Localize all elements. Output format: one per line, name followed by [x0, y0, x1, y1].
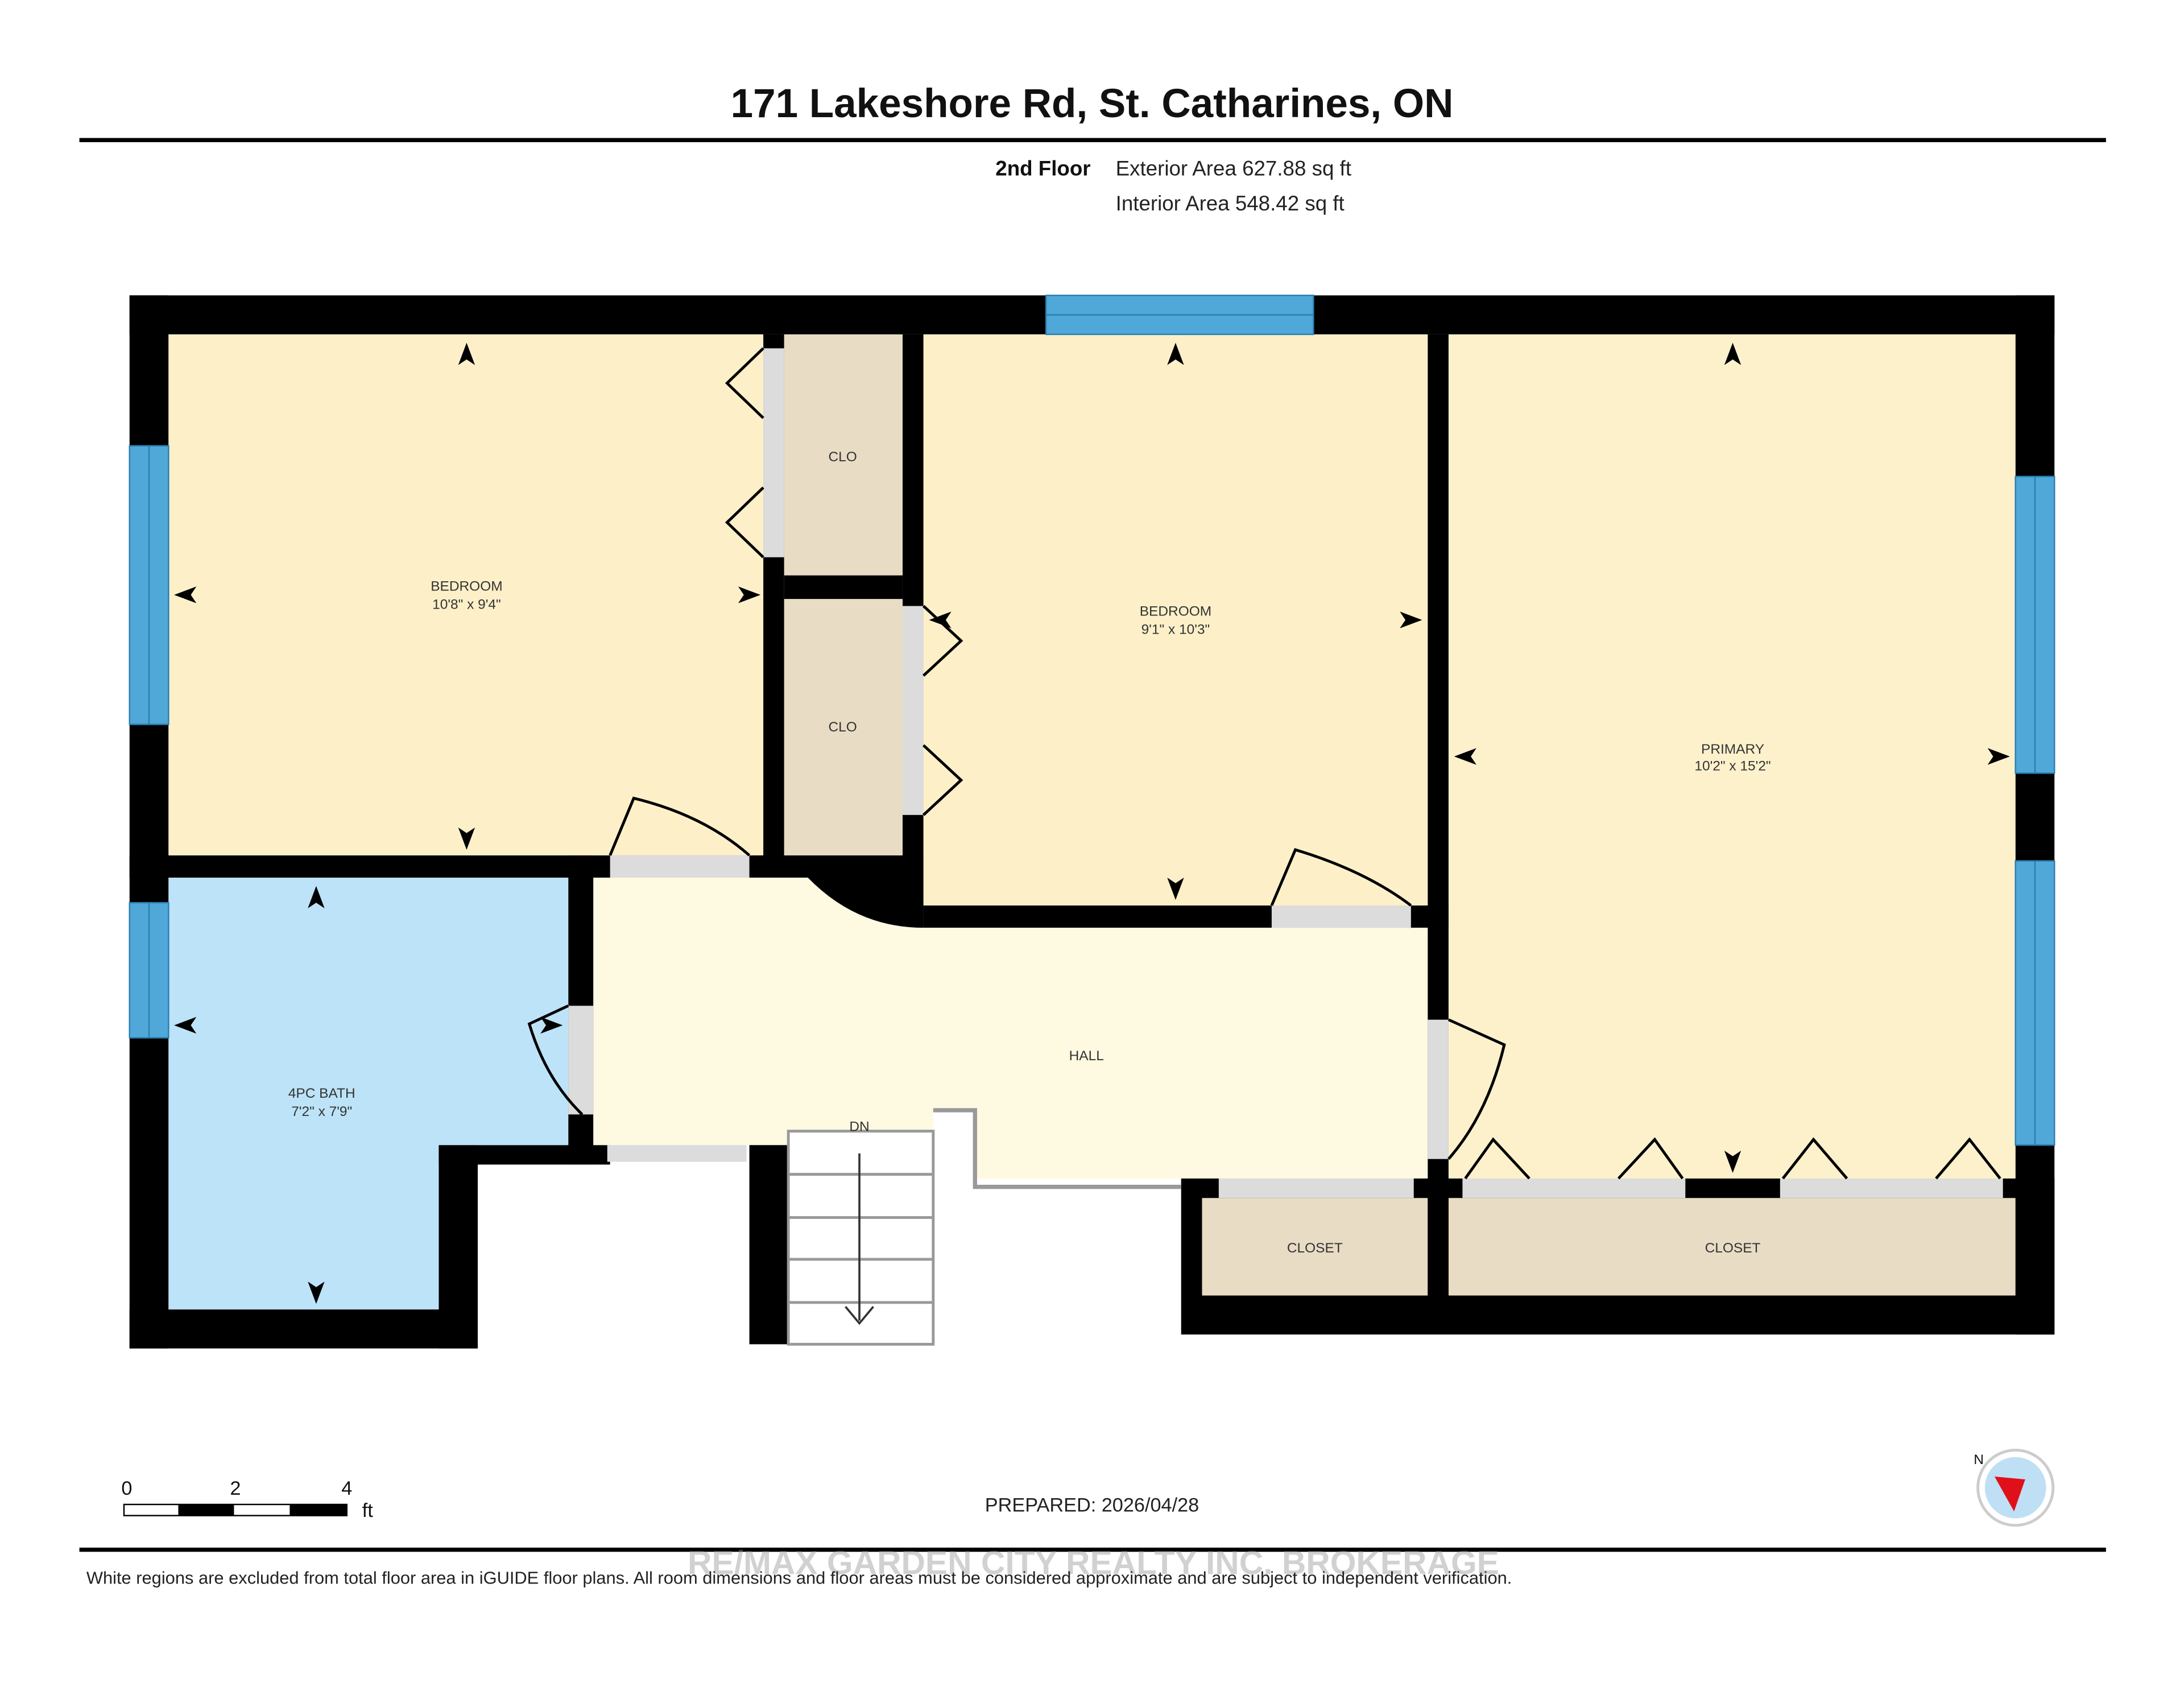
scale-bar: 0 2 4 ft [121, 1478, 373, 1521]
room-hall [593, 878, 1428, 1179]
bath-dims: 7'2" x 7'9" [291, 1104, 352, 1119]
watermark: RE/MAX GARDEN CITY REALTY INC. BROKERAGE [688, 1544, 1499, 1581]
header-divider [79, 138, 2106, 142]
windows [129, 295, 2055, 1146]
prepared-date: PREPARED: 2026/04/28 [985, 1494, 1199, 1516]
page-title: 171 Lakeshore Rd, St. Catharines, ON [731, 81, 1454, 126]
room-primary [1448, 334, 2016, 1179]
footer-divider [79, 1547, 2106, 1552]
bedroom-2-dims: 9'1" x 10'3" [1141, 622, 1210, 637]
bath-name: 4PC BATH [288, 1086, 355, 1101]
svg-text:4: 4 [341, 1478, 352, 1499]
closet-lower-name: CLO [828, 720, 857, 735]
exterior-area: Exterior Area 627.88 sq ft [1116, 157, 1351, 180]
disclaimer: White regions are excluded from total fl… [86, 1568, 1512, 1588]
svg-text:ft: ft [362, 1500, 374, 1521]
arrow-down-icon [845, 1306, 874, 1325]
room-bedroom-2 [923, 334, 1428, 905]
room-closet-hall [1202, 1198, 1428, 1296]
doors [527, 347, 2003, 1198]
closet-primary-name: CLOSET [1705, 1241, 1761, 1256]
room-closet-upper [784, 334, 903, 576]
primary-dims: 10'2" x 15'2" [1694, 758, 1771, 774]
room-bedroom-1 [168, 334, 764, 855]
floor-name: 2nd Floor [995, 157, 1090, 180]
room-closet-primary [1448, 1198, 2016, 1296]
bedroom-1-name: BEDROOM [431, 579, 502, 594]
closet-hall-name: CLOSET [1287, 1241, 1343, 1256]
closet-upper-name: CLO [828, 449, 857, 465]
interior-area: Interior Area 548.42 sq ft [1116, 192, 1345, 215]
stairs-label: DN [849, 1119, 869, 1135]
svg-text:2: 2 [230, 1478, 241, 1499]
primary-name: PRIMARY [1701, 742, 1764, 757]
bedroom-1-dims: 10'8" x 9'4" [432, 597, 501, 612]
bedroom-2-name: BEDROOM [1140, 604, 1211, 619]
room-closet-lower [784, 599, 903, 855]
svg-text:N: N [1974, 1452, 1984, 1467]
dimension-arrows [174, 342, 2010, 1304]
svg-text:0: 0 [121, 1478, 132, 1499]
hall-name: HALL [1069, 1048, 1104, 1064]
room-bath [168, 878, 569, 1310]
stairs [787, 1130, 935, 1346]
railing [933, 1108, 1181, 1189]
compass-icon: N [1974, 1449, 2055, 1527]
